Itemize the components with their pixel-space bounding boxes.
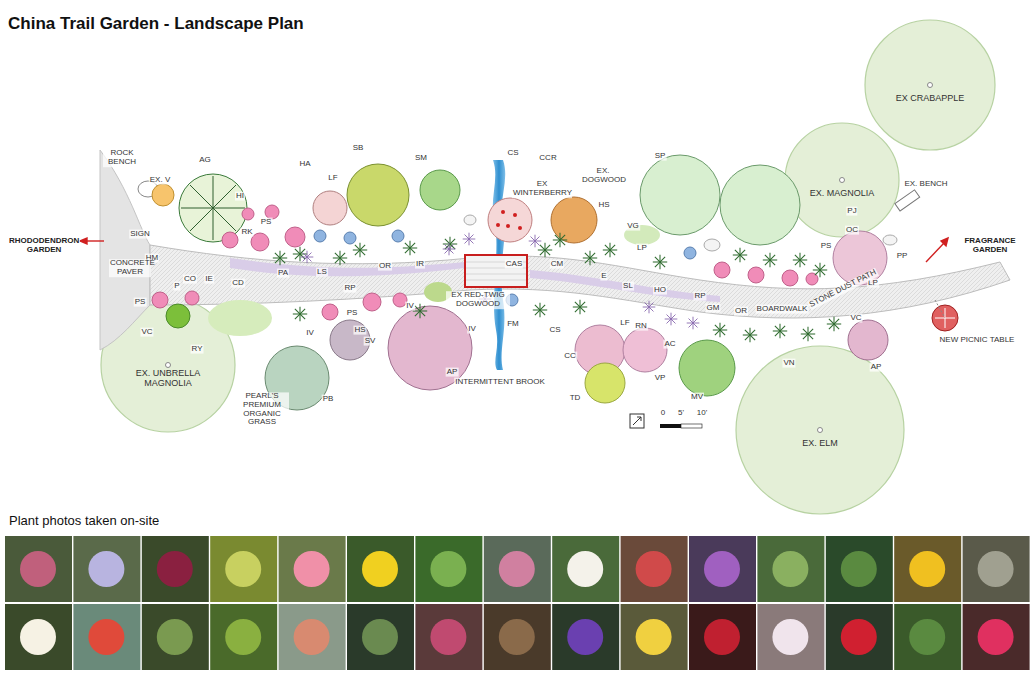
plan-label: AP bbox=[446, 368, 459, 377]
canopy-outline bbox=[784, 122, 900, 238]
plan-label: AG bbox=[198, 156, 212, 165]
plan-label: OR bbox=[378, 262, 392, 271]
plan-label: SV bbox=[364, 337, 377, 346]
plan-label: LP bbox=[636, 244, 648, 253]
plan-label: RN bbox=[634, 322, 648, 331]
plan-label: PS bbox=[134, 298, 147, 307]
plan-label: BOARDWALK bbox=[756, 305, 809, 314]
plan-label: RP bbox=[343, 284, 356, 293]
plan-label: IV bbox=[467, 325, 477, 334]
plan-label: LF bbox=[619, 319, 630, 328]
plan-label: 10' bbox=[696, 409, 708, 418]
plan-label: NEW PICNIC TABLE bbox=[939, 336, 1016, 345]
plan-label: GM bbox=[706, 304, 721, 313]
plan-label: PB bbox=[322, 395, 335, 404]
plan-label: VC bbox=[849, 314, 862, 323]
plan-label: 5' bbox=[677, 409, 685, 418]
plan-label: Plant photos taken on-site bbox=[8, 514, 160, 528]
plan-label: 0 bbox=[660, 409, 666, 418]
plan-label: EX. DOGWOOD bbox=[581, 167, 625, 185]
plan-label: PP bbox=[896, 252, 909, 261]
tree-canopy-node: EX. MAGNOLIA bbox=[784, 122, 900, 238]
plan-label: LS bbox=[316, 268, 328, 277]
plan-label: CD bbox=[231, 279, 245, 288]
plan-label: TD bbox=[569, 394, 582, 403]
plan-label: FRAGRANCE GARDEN bbox=[954, 237, 1026, 255]
tree-name: EX CRABAPPLE bbox=[896, 93, 965, 103]
plan-label: SL bbox=[622, 282, 634, 291]
plan-label: HA bbox=[298, 160, 311, 169]
plan-label: FM bbox=[506, 320, 520, 329]
plan-label: PJ bbox=[846, 207, 857, 216]
plan-label: E bbox=[600, 272, 607, 281]
plan-label: OR bbox=[734, 307, 748, 316]
plan-label: SIGN bbox=[129, 230, 151, 239]
plan-label: IV bbox=[405, 302, 415, 311]
plan-label: EX WINTERBERRY bbox=[512, 180, 572, 198]
plan-label: SB bbox=[352, 144, 365, 153]
plan-label: PS bbox=[346, 309, 359, 318]
plan-label: CC bbox=[563, 352, 577, 361]
plan-label: CONCRETE PAVER bbox=[109, 259, 151, 277]
plan-label: CS bbox=[548, 326, 561, 335]
plan-label: CCR bbox=[538, 154, 557, 163]
plan-label: VC bbox=[140, 328, 153, 337]
plan-label: EX. V bbox=[149, 176, 171, 185]
plan-label: RY bbox=[191, 345, 204, 354]
plan-label: EX. BENCH bbox=[903, 180, 948, 189]
plan-label: PA bbox=[277, 269, 289, 278]
plan-label: VN bbox=[782, 359, 795, 368]
plan-label: PS bbox=[820, 242, 833, 251]
plan-label: PEARL'S PREMIUM ORGANIC GRASS bbox=[235, 392, 289, 427]
plan-label: VG bbox=[626, 222, 640, 231]
plan-label: SP bbox=[654, 152, 667, 161]
plan-label: STONE DUST PATH bbox=[807, 268, 878, 310]
tree-name: EX. ELM bbox=[802, 438, 838, 448]
node-text-wrap: EX. ELM bbox=[802, 438, 838, 448]
plan-label: IE bbox=[204, 275, 214, 284]
plan-label: VP bbox=[654, 374, 667, 383]
plan-label: HI bbox=[235, 192, 245, 201]
plan-label: P bbox=[173, 282, 180, 291]
plan-label: AP bbox=[870, 363, 883, 372]
plan-label: INTERMITTENT BROOK bbox=[454, 378, 546, 387]
plan-label: CAS bbox=[505, 260, 523, 269]
title: China Trail Garden - Landscape Plan bbox=[8, 14, 304, 34]
tree-name: EX. UNBRELLA MAGNOLIA bbox=[124, 368, 212, 389]
plan-label: CO bbox=[183, 275, 197, 284]
plan-label: IR bbox=[415, 260, 425, 269]
plan-label: RK bbox=[240, 228, 253, 237]
node-text-wrap: EX. MAGNOLIA bbox=[810, 188, 875, 198]
plan-label: EX RED-TWIG DOGWOOD bbox=[446, 291, 510, 309]
tree-name: EX. MAGNOLIA bbox=[810, 188, 875, 198]
plan-label: RP bbox=[693, 292, 706, 301]
node-text-wrap: EX. UNBRELLA MAGNOLIA bbox=[124, 368, 212, 389]
plan-label: HS bbox=[353, 326, 366, 335]
plan-label: HO bbox=[653, 286, 667, 295]
tree-canopy-node: EX CRABAPPLE bbox=[864, 19, 996, 151]
node-text-wrap: EX CRABAPPLE bbox=[896, 93, 965, 103]
plan-label: ROCK BENCH bbox=[103, 149, 141, 167]
plan-label: PS bbox=[260, 218, 273, 227]
plan-label: IV bbox=[305, 329, 315, 338]
plan-label: MV bbox=[690, 393, 704, 402]
plan-label: RHODODENDRON GARDEN bbox=[8, 237, 80, 255]
plan-label: SM bbox=[414, 154, 428, 163]
canopy-outline bbox=[864, 19, 996, 151]
plan-label: HS bbox=[597, 201, 610, 210]
plan-label: LF bbox=[327, 174, 338, 183]
plan-label: OC bbox=[845, 226, 859, 235]
plan-label: AC bbox=[663, 340, 676, 349]
plan-label: CS bbox=[506, 149, 519, 158]
plan-label: CM bbox=[550, 260, 564, 269]
